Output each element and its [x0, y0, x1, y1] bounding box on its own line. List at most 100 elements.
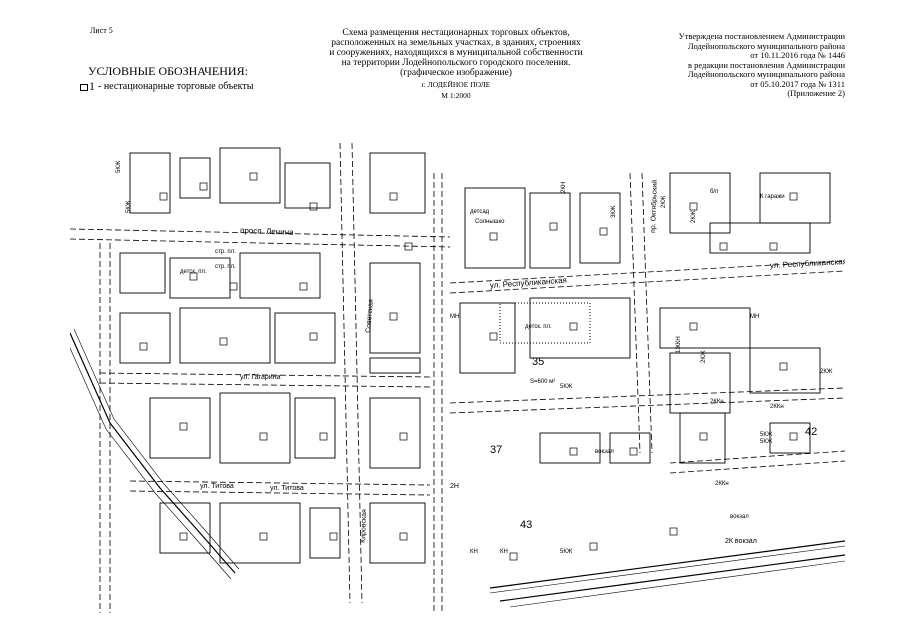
building-outline	[539, 432, 601, 464]
kiosk-marker[interactable]	[189, 272, 198, 281]
title-line: и сооружениях, находящихся в муниципальн…	[329, 48, 583, 58]
kiosk-marker[interactable]	[389, 312, 398, 321]
kiosk-marker[interactable]	[689, 322, 698, 331]
legend-square-icon	[80, 84, 88, 91]
street-label: ул. Республиканская	[490, 276, 568, 290]
kiosk-marker[interactable]	[179, 422, 188, 431]
kiosk-marker[interactable]	[309, 332, 318, 341]
street-label: просп. Ленина	[240, 226, 294, 237]
building-code: 1ЖКН	[676, 336, 682, 353]
map-labels: просп. Ленина ул. Республиканская ул. Респ…	[116, 160, 845, 555]
street-label: ул. Республиканская	[770, 257, 845, 270]
building-code: 2КЖ	[661, 195, 667, 208]
kiosk-marker[interactable]	[229, 282, 238, 291]
building-code: 5КЖ	[760, 432, 773, 438]
kiosk-marker[interactable]	[629, 447, 638, 456]
approval-line: Лодейнопольского муниципального района	[687, 40, 845, 51]
building-code: 5КЖ	[116, 160, 122, 173]
kiosk-marker[interactable]	[399, 432, 408, 441]
building-outline	[219, 147, 281, 204]
building-code: 2КЖ	[691, 210, 697, 223]
kiosk-marker[interactable]	[689, 202, 698, 211]
building-outline	[179, 307, 271, 364]
approval-line: (Приложение 2)	[787, 88, 845, 98]
cadastral-map[interactable]: просп. Ленина ул. Республиканская ул. Респ…	[70, 133, 845, 615]
map-canvas[interactable]: просп. Ленина ул. Республиканская ул. Респ…	[70, 133, 845, 615]
place-label: Солнышко	[475, 219, 505, 225]
legend-title: УСЛОВНЫЕ ОБОЗНАЧЕНИЯ:	[88, 64, 248, 78]
building-outline	[709, 222, 811, 254]
place-label: детсад	[470, 209, 490, 215]
building-code: 5КЖ	[760, 439, 773, 445]
kiosk-marker[interactable]	[589, 542, 598, 551]
kiosk-marker[interactable]	[669, 527, 678, 536]
building-outline	[284, 162, 331, 209]
building-code: КН	[500, 549, 508, 555]
building-outline	[369, 502, 426, 564]
kiosk-marker[interactable]	[699, 432, 708, 441]
kiosk-marker[interactable]	[769, 242, 778, 251]
kiosk-marker[interactable]	[139, 342, 148, 351]
kiosk-marker[interactable]	[389, 192, 398, 201]
kiosk-marker[interactable]	[569, 322, 578, 331]
building-outline	[529, 192, 571, 269]
street-label: ул. Титова	[200, 483, 234, 490]
building-outline	[219, 392, 291, 464]
building-outline	[274, 312, 336, 364]
scheme-title: Схема размещения нестационарных торговых…	[306, 28, 606, 100]
object-number: 42	[805, 426, 817, 438]
kiosk-marker[interactable]	[569, 447, 578, 456]
title-line: расположенных на земельных участках, в з…	[331, 38, 581, 48]
street-label: ул. Гагарина	[240, 374, 281, 381]
legend-item: 1 - нестационарные торговые объекты	[80, 80, 253, 92]
kiosk-marker[interactable]	[509, 552, 518, 561]
kiosk-marker[interactable]	[309, 202, 318, 211]
building-outline	[159, 502, 211, 554]
kiosk-marker[interactable]	[219, 337, 228, 346]
kiosk-marker[interactable]	[404, 242, 413, 251]
kiosk-marker[interactable]	[399, 532, 408, 541]
kiosk-marker[interactable]	[719, 242, 728, 251]
kiosk-marker[interactable]	[789, 432, 798, 441]
kiosk-marker[interactable]	[249, 172, 258, 181]
building-outline	[459, 302, 516, 374]
street-label: Советская	[365, 299, 375, 333]
building-outline	[369, 262, 421, 354]
place-label: детск. пл.	[180, 269, 207, 275]
sheet-label: Лист 5	[90, 26, 113, 35]
building-outline	[294, 397, 336, 459]
building-code: МН	[750, 314, 759, 320]
place-label: вокзал	[595, 449, 614, 455]
kiosk-marker[interactable]	[489, 332, 498, 341]
building-code: 2ККн	[710, 399, 724, 405]
kiosk-marker[interactable]	[299, 282, 308, 291]
kiosk-marker[interactable]	[329, 532, 338, 541]
building-outline	[529, 297, 631, 359]
building-outline	[579, 192, 621, 264]
kiosk-marker[interactable]	[779, 362, 788, 371]
kiosk-marker[interactable]	[259, 532, 268, 541]
place-label: вокзал	[730, 514, 749, 520]
kiosk-marker[interactable]	[199, 182, 208, 191]
street-label: ул. Титова	[270, 485, 304, 492]
kiosk-marker[interactable]	[789, 192, 798, 201]
kiosk-marker[interactable]	[159, 192, 168, 201]
building-code: МН	[450, 314, 459, 320]
kiosk-marker[interactable]	[549, 222, 558, 231]
building-code: 2КЖ	[701, 350, 707, 363]
building-blocks	[119, 147, 831, 564]
kiosk-marker[interactable]	[259, 432, 268, 441]
map-scale: М 1:2000	[441, 91, 471, 100]
railway-bottom	[489, 540, 845, 608]
building-outline	[129, 152, 171, 214]
kiosk-marker[interactable]	[489, 232, 498, 241]
building-outline	[679, 412, 726, 464]
approval-line: в редакции постановления Администрации	[687, 59, 845, 70]
building-code: 2КЖ	[820, 369, 833, 375]
object-number: 37	[490, 444, 502, 456]
kiosk-marker[interactable]	[179, 532, 188, 541]
title-line: Схема размещения нестационарных торговых…	[342, 28, 570, 38]
kiosk-marker[interactable]	[319, 432, 328, 441]
kiosk-marker[interactable]	[599, 227, 608, 236]
document-sheet: Лист 5 Схема размещения нестационарных т…	[70, 20, 850, 620]
